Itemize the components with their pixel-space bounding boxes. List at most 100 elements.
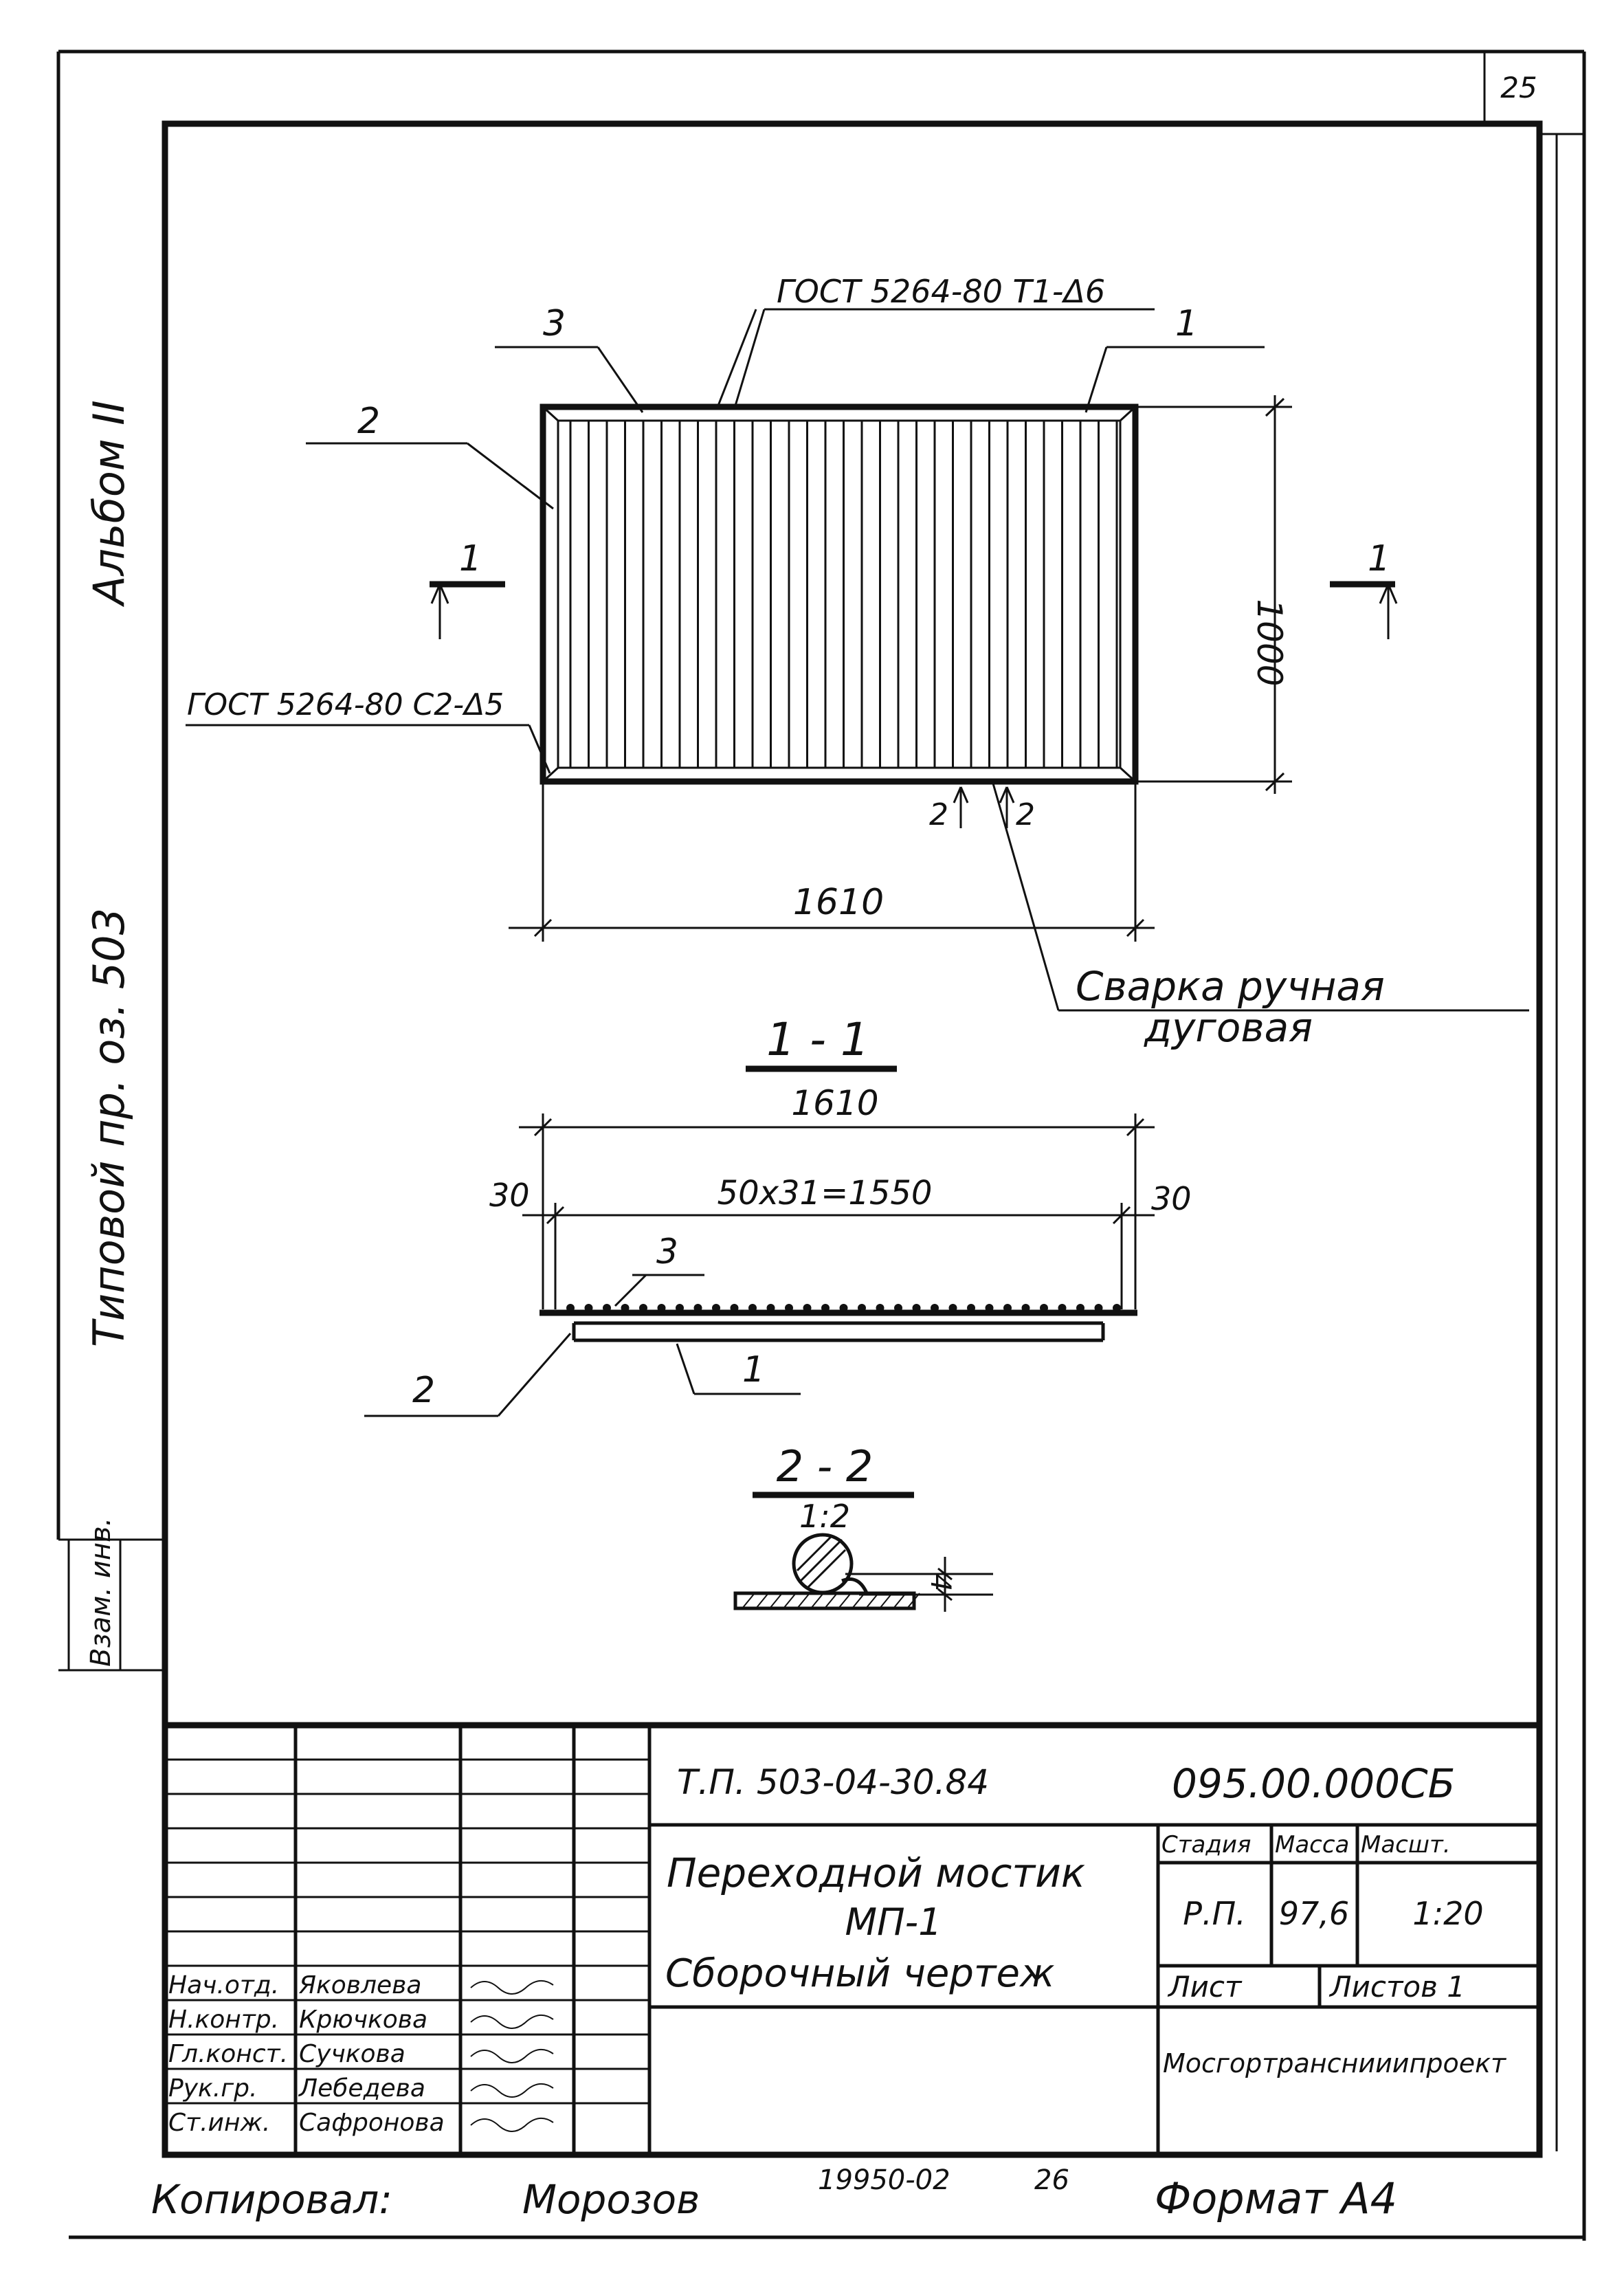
section-bar (967, 1304, 975, 1312)
mass-value: 97,6 (1279, 1895, 1349, 1932)
section-bar (676, 1304, 684, 1312)
col-stage: Стадия (1161, 1831, 1251, 1859)
signature-name: Яковлева (298, 1971, 421, 1999)
section-bar (948, 1304, 957, 1312)
hatch-line (797, 1593, 810, 1609)
section-2-weld-leg: 4 (924, 1574, 956, 1591)
section-bar (693, 1304, 702, 1312)
section-1-leader-2: 2 (412, 1370, 435, 1411)
drawing-code: 095.00.000СБ (1172, 1760, 1455, 1807)
section-bar (748, 1304, 757, 1312)
order-number: 19950-02 (818, 2164, 950, 2196)
signature-role: Гл.конст. (168, 2040, 288, 2068)
signature-mark (470, 2015, 554, 2029)
grating-bars (569, 421, 1118, 768)
section-bar (1040, 1304, 1048, 1312)
section-bar (1094, 1304, 1103, 1312)
hatch-line (783, 1593, 797, 1609)
section-bar (1003, 1304, 1012, 1312)
section-bar (1058, 1304, 1067, 1312)
sheet-label: Лист (1167, 1970, 1243, 2004)
section-bar (894, 1304, 902, 1312)
scale-value: 1:20 (1412, 1895, 1483, 1932)
hatch-line (824, 1593, 838, 1609)
section-bars (566, 1304, 1121, 1312)
signature-rows: Нач.отд.ЯковлеваН.контр.КрючковаГл.конст… (168, 1971, 554, 2137)
signature-mark (470, 2083, 554, 2098)
hatch-line (755, 1593, 769, 1609)
signature-name: Сафронова (299, 2109, 445, 2137)
section-marks: 1 1 2 2 (430, 538, 1398, 832)
section-1-dim-middle: 50x31=1550 (718, 1174, 933, 1212)
sheets-label: Листов 1 (1328, 1970, 1465, 2004)
hatch-line (769, 1593, 783, 1609)
signature-role: Ст.инж. (168, 2109, 270, 2137)
signature-name: Крючкова (299, 2006, 427, 2034)
section-2-title: 2 - 2 (777, 1441, 874, 1492)
weld-top-label: ГОСТ 5264-80 Т1-Δ6 (777, 273, 1105, 310)
plan-leader-3: 3 (543, 303, 566, 344)
section-bar (931, 1304, 939, 1312)
section-bar (821, 1304, 830, 1312)
dim-width: 1610 (793, 882, 884, 923)
welding-note-line2: дуговая (1144, 1004, 1313, 1051)
section-bar (985, 1304, 994, 1312)
project-code: Т.П. 503-04-30.84 (677, 1762, 989, 1802)
section-bar (639, 1304, 647, 1312)
footer-page: 26 (1034, 2164, 1069, 2196)
section-bar (621, 1304, 630, 1312)
section-mark-left: 1 (459, 538, 482, 579)
hatch-line (810, 1593, 824, 1609)
stamp-label: Взам. инв. (85, 1518, 117, 1667)
section-bar (839, 1304, 848, 1312)
section-bar (785, 1304, 793, 1312)
signature-role: Нач.отд. (168, 1971, 279, 1999)
plan-leader-2: 2 (357, 401, 380, 442)
col-scale: Масшт. (1361, 1831, 1451, 1859)
hatch-line (742, 1593, 755, 1609)
title-line2: МП-1 (845, 1900, 942, 1944)
format-label: Формат А4 (1155, 2173, 1397, 2224)
section-1-leader-3: 3 (656, 1232, 678, 1272)
section-bar (657, 1304, 666, 1312)
section-2-scale: 1:2 (799, 1498, 850, 1535)
plan-leaders: ГОСТ 5264-80 Т1-Δ6 3 1 2 ГОСТ 5264-80 С2… (186, 273, 1265, 774)
section-1-view: 1 - 1 1610 30 50x31=1550 30 3 2 1 (364, 1013, 1192, 1417)
dim-height: 1000 (1249, 599, 1289, 686)
copied-label: Копировал: (151, 2176, 392, 2223)
signature-mark (470, 1980, 554, 1995)
section-bar (603, 1304, 611, 1312)
section-bar (1076, 1304, 1084, 1312)
section-bar (1021, 1304, 1030, 1312)
section-1-leader-1: 1 (742, 1349, 765, 1390)
signature-role: Рук.гр. (168, 2074, 257, 2103)
title-line3: Сборочный чертеж (665, 1951, 1054, 1996)
section-bar (584, 1304, 593, 1312)
section-1-dim-total: 1610 (791, 1083, 878, 1123)
signature-name: Лебедева (298, 2074, 425, 2103)
album-label: Альбом II (84, 400, 134, 608)
section-bar (712, 1304, 720, 1312)
organization: Мосгортранснииипроект (1163, 2048, 1507, 2078)
signature-mark (470, 2118, 554, 2132)
copied-name: Морозов (522, 2176, 700, 2223)
section-bar (858, 1304, 866, 1312)
signature-mark (470, 2049, 554, 2063)
plan-leader-1: 1 (1175, 303, 1198, 344)
section-1-dim-right: 30 (1151, 1180, 1192, 1217)
section-2-left: 2 (929, 797, 948, 832)
hatch-line (852, 1593, 865, 1609)
section-1-title: 1 - 1 (766, 1013, 869, 1066)
title-block (165, 1722, 1539, 2155)
page-number: 25 (1500, 71, 1537, 104)
col-mass: Масса (1275, 1831, 1349, 1859)
plate-hatch (742, 1593, 920, 1609)
section-2-right: 2 (1016, 797, 1035, 832)
section-bar (912, 1304, 921, 1312)
stage-value: Р.П. (1183, 1895, 1246, 1932)
section-bar (730, 1304, 739, 1312)
hatch-line (838, 1593, 852, 1609)
series-label: Типовой пр. оз. 503 (84, 908, 134, 1347)
section-bar (876, 1304, 885, 1312)
